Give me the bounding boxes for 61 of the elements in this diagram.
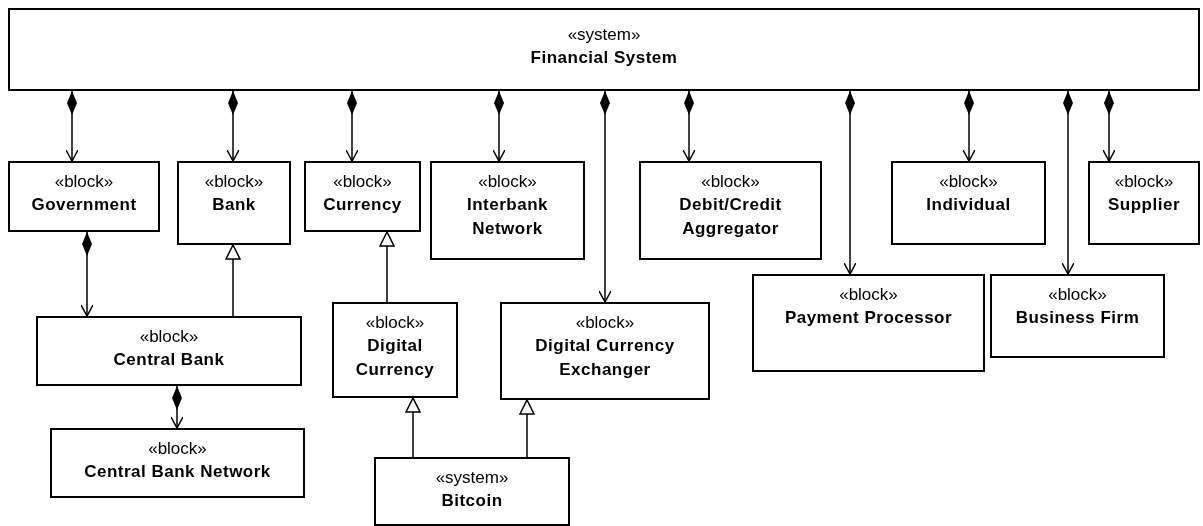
block-name: Interbank Network xyxy=(466,194,549,240)
composition-arrow xyxy=(170,385,184,429)
stereotype-label: «block» xyxy=(1048,284,1107,306)
stereotype-label: «block» xyxy=(54,171,114,193)
block-box xyxy=(36,316,302,386)
block-name: Central Bank Network xyxy=(84,461,271,483)
block-name: Debit/Credit Aggregator xyxy=(678,194,783,240)
block-name: Individual xyxy=(926,194,1011,216)
block-name: Central Bank xyxy=(113,349,225,371)
block-name: Bitcoin xyxy=(441,490,503,512)
block-box xyxy=(639,161,822,260)
block-box xyxy=(1088,161,1200,245)
stereotype-label: «block» xyxy=(478,171,537,193)
block-name: Currency xyxy=(323,194,402,216)
generalization-arrow xyxy=(379,231,395,303)
block-name: Supplier xyxy=(1108,194,1180,216)
stereotype-label: «block» xyxy=(575,312,635,334)
stereotype-label: «block» xyxy=(139,326,199,348)
block-box xyxy=(500,302,710,400)
block-box xyxy=(990,274,1165,358)
generalization-arrow xyxy=(225,244,241,317)
stereotype-label: «block» xyxy=(701,171,760,193)
stereotype-label: «block» xyxy=(839,284,898,306)
block-name: Financial System xyxy=(530,47,678,69)
composition-arrow xyxy=(1061,90,1075,275)
composition-arrow xyxy=(80,231,94,317)
block-box xyxy=(891,161,1046,245)
stereotype-label: «block» xyxy=(939,171,998,193)
stereotype-label: «system» xyxy=(435,467,509,489)
block-box xyxy=(304,161,421,232)
composition-arrow xyxy=(65,90,79,162)
block-name: Digital Currency xyxy=(354,335,436,381)
block-name: Payment Processor xyxy=(784,307,953,329)
stereotype-label: «block» xyxy=(148,438,207,460)
block-name: Bank xyxy=(212,194,256,216)
composition-arrow xyxy=(598,90,612,303)
block-box xyxy=(752,274,985,372)
stereotype-label: «block» xyxy=(365,312,425,334)
block-box xyxy=(430,161,585,260)
block-name: Digital Currency Exchanger xyxy=(534,335,676,381)
block-box xyxy=(332,302,458,398)
generalization-arrow xyxy=(405,397,421,458)
stereotype-label: «system» xyxy=(567,24,641,46)
composition-arrow xyxy=(843,90,857,275)
composition-arrow xyxy=(962,90,976,162)
block-name: Business Firm xyxy=(1015,307,1140,329)
block-box xyxy=(374,457,570,526)
composition-arrow xyxy=(226,90,240,162)
stereotype-label: «block» xyxy=(1114,171,1174,193)
stereotype-label: «block» xyxy=(204,171,264,193)
generalization-arrow xyxy=(519,399,535,458)
block-box xyxy=(50,428,305,498)
stereotype-label: «block» xyxy=(333,171,392,193)
block-box xyxy=(8,161,160,232)
composition-arrow xyxy=(682,90,696,162)
block-box xyxy=(8,8,1200,91)
composition-arrow xyxy=(345,90,359,162)
block-box xyxy=(177,161,291,245)
composition-arrow xyxy=(1102,90,1116,162)
composition-arrow xyxy=(492,90,506,162)
block-name: Government xyxy=(31,194,137,216)
